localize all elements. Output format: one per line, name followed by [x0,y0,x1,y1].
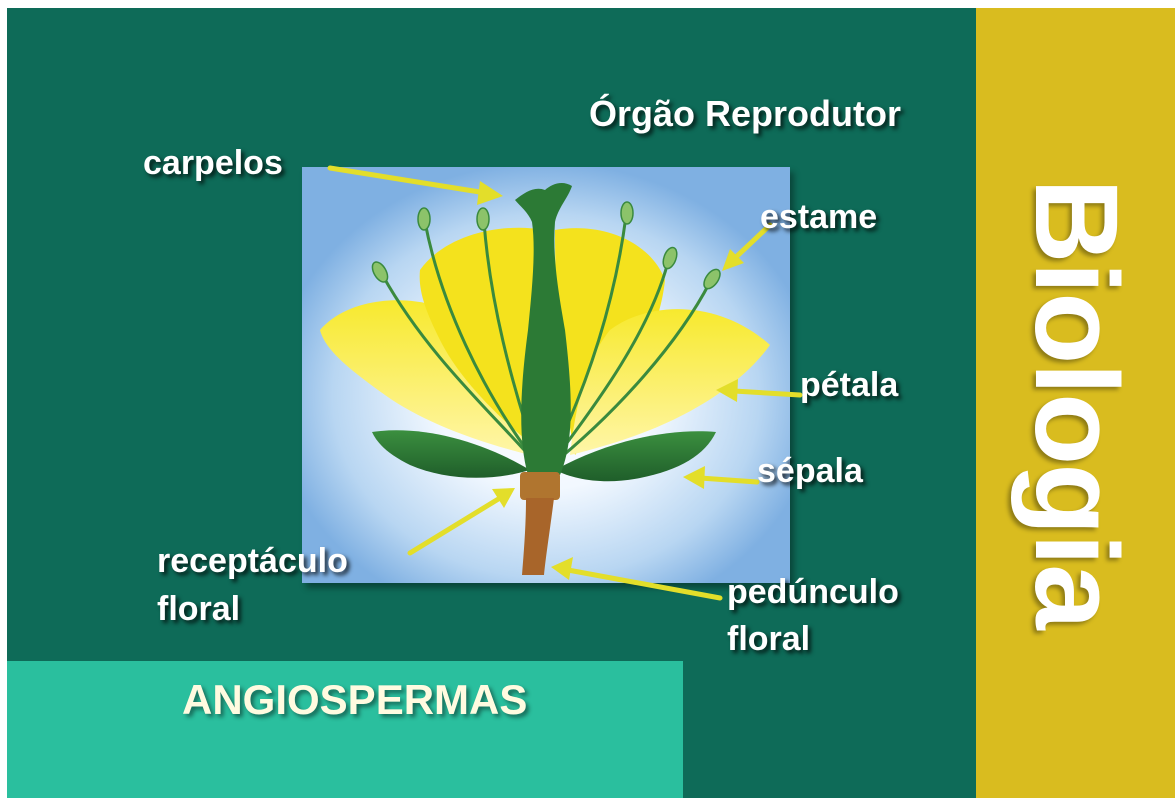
arrowhead-carpelos [477,181,503,205]
arrow-sepala [700,478,757,482]
receptacle [520,472,560,500]
anther-5 [661,246,680,271]
arrow-carpelos [330,168,486,193]
label-pedunculo-line1: pedúnculo [727,573,899,611]
arrow-pedunculo [568,570,720,598]
peduncle-stem [522,498,554,575]
anther-3 [477,208,489,230]
label-carpelos: carpelos [143,144,283,182]
anther-6 [701,267,723,292]
arrow-receptaculo [410,498,500,553]
label-estame: estame [760,198,877,236]
arrow-petala [734,391,800,395]
anther-4 [621,202,633,224]
label-sepala: sépala [757,452,863,490]
arrowhead-pedunculo [551,557,573,580]
label-receptaculo-line2: floral [157,590,240,628]
label-receptaculo-line1: receptáculo [157,542,348,580]
label-petala: pétala [800,366,898,404]
anther-2 [418,208,430,230]
arrowhead-sepala [683,466,705,489]
anther-1 [369,259,390,284]
label-pedunculo-line2: floral [727,620,810,658]
